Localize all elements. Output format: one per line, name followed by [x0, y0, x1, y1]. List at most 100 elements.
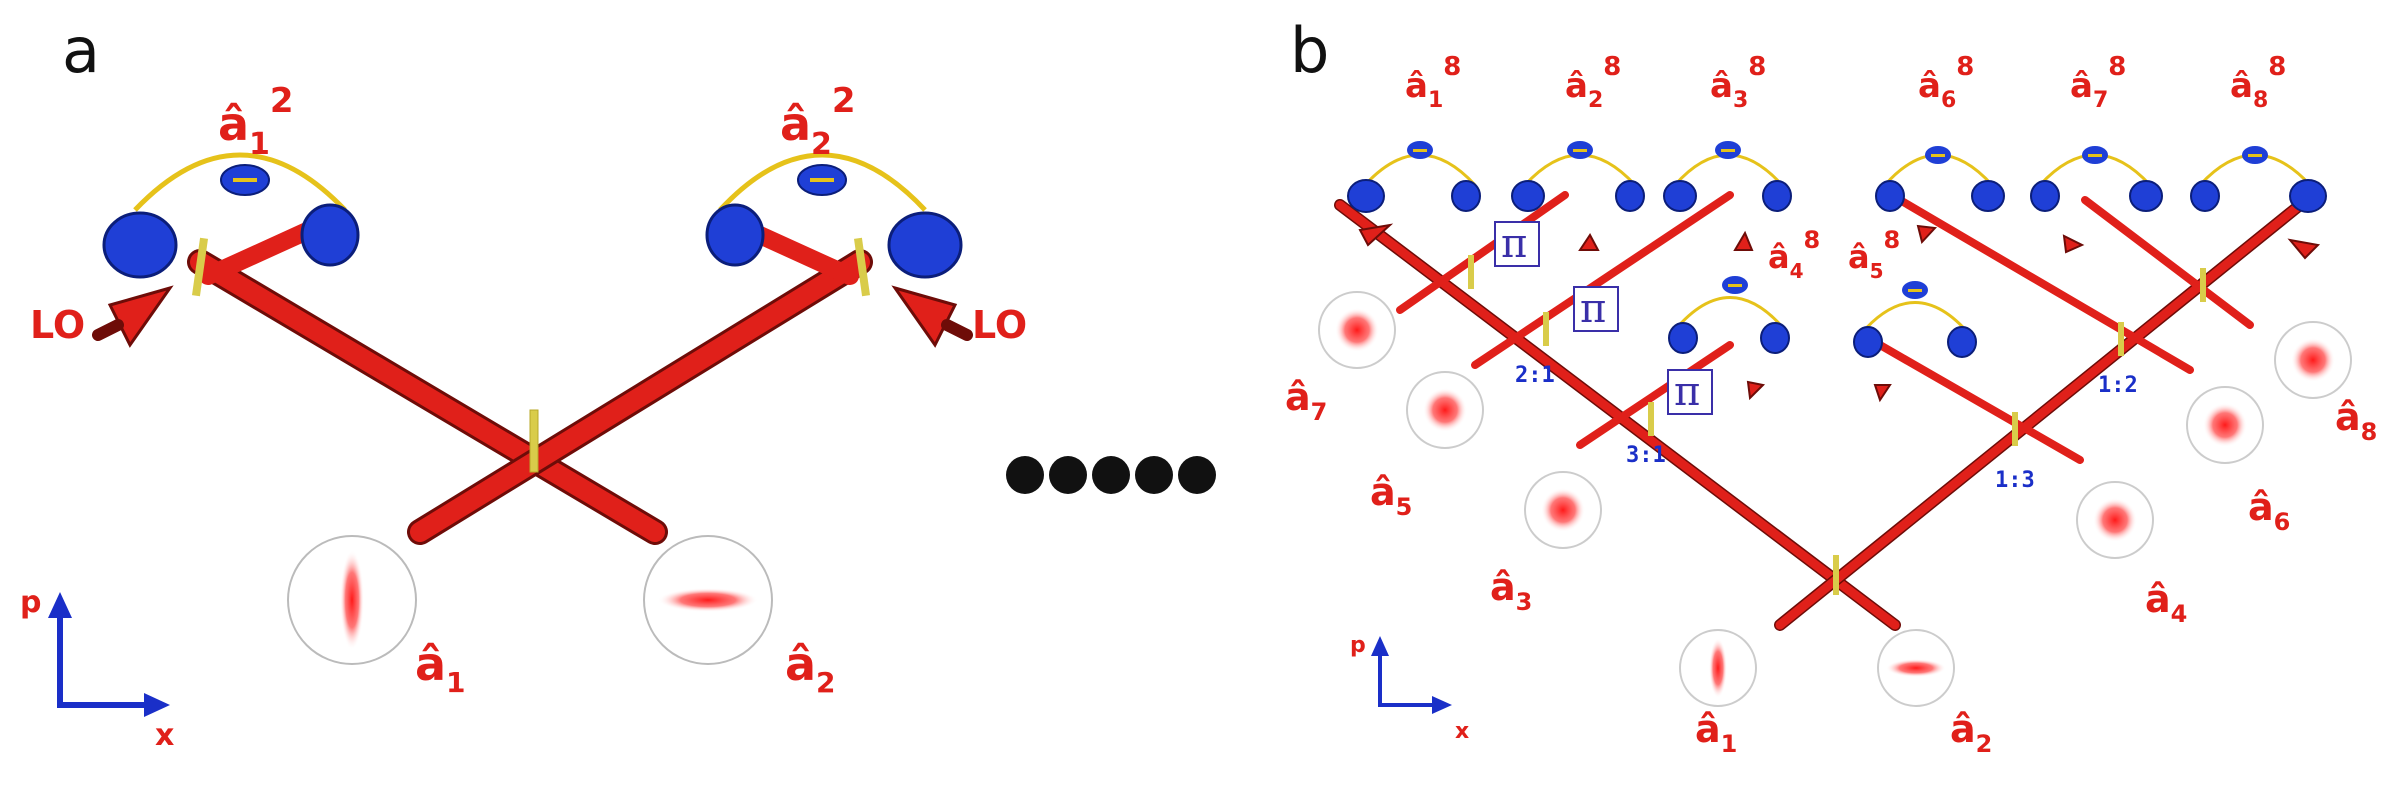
- splitting-ratio: 1:3: [1995, 468, 2035, 493]
- phase-space-axes: p x: [20, 585, 174, 753]
- coherent-state-spot: [1423, 388, 1467, 432]
- panel-a: a: [20, 14, 1027, 753]
- local-oscillator-left: LO: [30, 285, 174, 348]
- lo-arrow-icon: [1733, 230, 1754, 251]
- detector-disc: [1762, 180, 1792, 212]
- detector-disc: [1511, 180, 1545, 212]
- feedback-loop: [1673, 153, 1784, 187]
- lo-arrow-icon: [1873, 384, 1892, 403]
- dot: [1092, 456, 1130, 494]
- mode-inset: [1524, 471, 1602, 549]
- beam-splitter: [1543, 312, 1549, 346]
- loop-label: â28: [1565, 52, 1621, 113]
- squeezed-state-spot: [1709, 638, 1727, 698]
- feedback-loop: [1363, 153, 1477, 187]
- detector-disc: [1668, 322, 1698, 354]
- beam: [1876, 341, 2084, 464]
- detector-disc: [2030, 180, 2060, 212]
- beam-splitter: [529, 409, 539, 473]
- homodyne-detector-right: [705, 152, 963, 279]
- beam-network-b: [1334, 191, 2306, 631]
- subtractor-minus: [1573, 149, 1587, 152]
- lo-arrow-stem: [92, 319, 124, 341]
- ellipsis-dots: [1006, 456, 1216, 494]
- beam-splitter: [2118, 322, 2124, 356]
- mode-inset: [1318, 291, 1396, 369]
- detector-disc: [300, 203, 360, 267]
- loop-label: â48: [1768, 226, 1820, 283]
- homodyne-detector: [1511, 141, 1645, 212]
- lo-arrow-stem: [941, 319, 973, 341]
- homodyne-detector: [1663, 141, 1792, 212]
- mode-inset: [1406, 371, 1484, 449]
- squeezed-state-spot: [1886, 659, 1946, 677]
- feedback-loop: [1523, 153, 1637, 187]
- phase-space-axes: p x: [1350, 633, 1469, 744]
- detector-disc: [1615, 180, 1645, 212]
- coherent-state-spot: [1541, 488, 1585, 532]
- p-axis-label: p: [20, 585, 41, 620]
- phase-box-frame: [1667, 369, 1713, 415]
- lo-arrow-icon: [2287, 238, 2321, 260]
- lo-arrow-icon: [1916, 224, 1938, 245]
- detector-disc: [705, 203, 765, 267]
- coherent-state-spot: [2203, 403, 2247, 447]
- homodyne-detector: [2190, 146, 2327, 213]
- detector-disc: [2289, 179, 2327, 213]
- detector-disc: [102, 211, 178, 279]
- feedback-loop: [1673, 296, 1787, 331]
- subtractor-minus: [2248, 154, 2262, 157]
- dot: [1135, 456, 1173, 494]
- mode-label: â2: [1950, 707, 1992, 758]
- lo-arrow-icon: [107, 285, 174, 348]
- panel-a-label: a: [62, 14, 100, 87]
- squeezed-state-spot: [658, 588, 758, 612]
- panel-b: b: [1285, 14, 2377, 758]
- subtractor-minus: [810, 178, 834, 182]
- detector-disc: [1663, 180, 1697, 212]
- mode-label: â5: [1370, 470, 1412, 521]
- arrow-right-icon: [1432, 696, 1452, 714]
- loop-label: â38: [1710, 52, 1766, 113]
- beam-splitter: [1468, 255, 1474, 289]
- detector-disc: [1760, 322, 1790, 354]
- beam-network-a: [187, 217, 873, 545]
- detector-disc: [887, 211, 963, 279]
- lo-arrow-icon: [1578, 233, 1600, 251]
- arrow-up-icon: [1371, 636, 1389, 656]
- subtractor-minus: [233, 178, 257, 182]
- homodyne-detector: [1668, 276, 1790, 354]
- beam-splitter: [854, 237, 870, 297]
- splitting-ratio: 2:1: [1515, 363, 1555, 388]
- arrow-up-icon: [48, 592, 72, 618]
- homodyne-detector: [1853, 281, 1977, 358]
- detector-disc: [1947, 326, 1977, 358]
- beam: [410, 252, 870, 542]
- mode-label: â1: [1695, 707, 1737, 758]
- phase-label: π: [1501, 221, 1527, 267]
- beam: [1896, 196, 2194, 374]
- lo-label-left: LO: [30, 303, 85, 347]
- beam-splitter: [2012, 412, 2018, 446]
- detector-disc: [1451, 180, 1481, 212]
- homodyne-detector-left: [102, 152, 360, 279]
- subtractor-minus: [1931, 154, 1945, 157]
- coherent-state-spot: [2291, 338, 2335, 382]
- lo-arrow-icon: [2062, 234, 2085, 254]
- beam: [1775, 200, 2305, 630]
- mode-label: â3: [1490, 565, 1532, 616]
- beam-splitter: [1648, 402, 1654, 436]
- mode-label: â8: [2335, 395, 2377, 446]
- x-axis-label: x: [155, 718, 174, 753]
- local-oscillator-right: LO: [891, 285, 1027, 348]
- subtractor-minus: [1908, 289, 1922, 292]
- homodyne-detector: [1875, 146, 2005, 212]
- loop-label: â88: [2230, 52, 2286, 113]
- mode-label: â1: [415, 637, 466, 699]
- loop-label: â18: [1405, 52, 1461, 113]
- mode-inset: [2274, 321, 2352, 399]
- mode-label: â2: [785, 637, 836, 699]
- beam: [1335, 200, 1900, 630]
- phase-box-frame: [1494, 221, 1540, 267]
